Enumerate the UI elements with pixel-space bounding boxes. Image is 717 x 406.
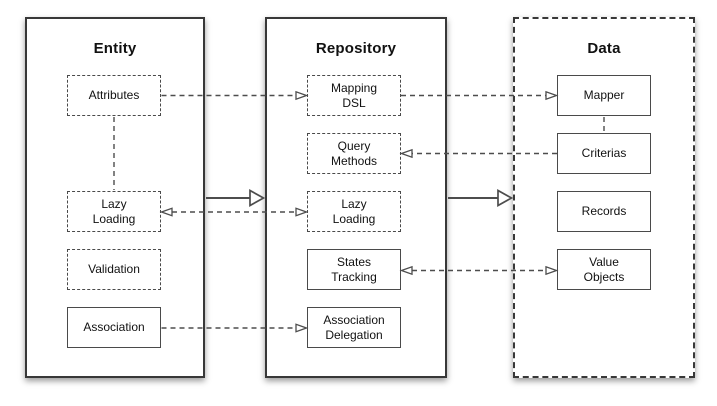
- box-records: Records: [557, 191, 651, 232]
- box-label-query-methods: Query Methods: [330, 138, 378, 168]
- box-label-states-tracking: States Tracking: [331, 254, 377, 284]
- box-label-mapping-dsl: Mapping DSL: [330, 80, 378, 110]
- open-triangle-right-icon: [497, 189, 514, 207]
- box-association: Association: [67, 307, 161, 348]
- box-states-tracking: States Tracking: [307, 249, 401, 290]
- connector-entity-to-repository: [206, 189, 266, 207]
- box-value-objects: Value Objects: [557, 249, 651, 290]
- box-association-delegation: Association Delegation: [307, 307, 401, 348]
- connector-repository-to-data: [448, 189, 514, 207]
- box-criterias: Criterias: [557, 133, 651, 174]
- container-title-data: Data: [587, 40, 621, 57]
- container-title-entity: Entity: [93, 40, 137, 57]
- box-label-association-delegation: Association Delegation: [323, 312, 385, 342]
- box-label-records: Records: [581, 204, 627, 218]
- box-label-value-objects: Value Objects: [583, 254, 625, 284]
- box-repository-lazy-loading: Lazy Loading: [307, 191, 401, 232]
- box-label-association: Association: [83, 320, 145, 334]
- box-entity-lazy-loading: Lazy Loading: [67, 191, 161, 232]
- box-label-attributes: Attributes: [88, 88, 140, 102]
- box-label-mapper: Mapper: [583, 88, 625, 102]
- open-triangle-right-icon: [249, 189, 266, 207]
- container-title-repository: Repository: [315, 40, 397, 57]
- box-mapper: Mapper: [557, 75, 651, 116]
- box-label-criterias: Criterias: [581, 146, 627, 160]
- box-query-methods: Query Methods: [307, 133, 401, 174]
- box-mapping-dsl: Mapping DSL: [307, 75, 401, 116]
- box-validation: Validation: [67, 249, 161, 290]
- box-attributes: Attributes: [67, 75, 161, 116]
- box-label-validation: Validation: [88, 262, 140, 276]
- box-label-repository-lazy-loading: Lazy Loading: [332, 196, 376, 226]
- box-label-entity-lazy-loading: Lazy Loading: [92, 196, 136, 226]
